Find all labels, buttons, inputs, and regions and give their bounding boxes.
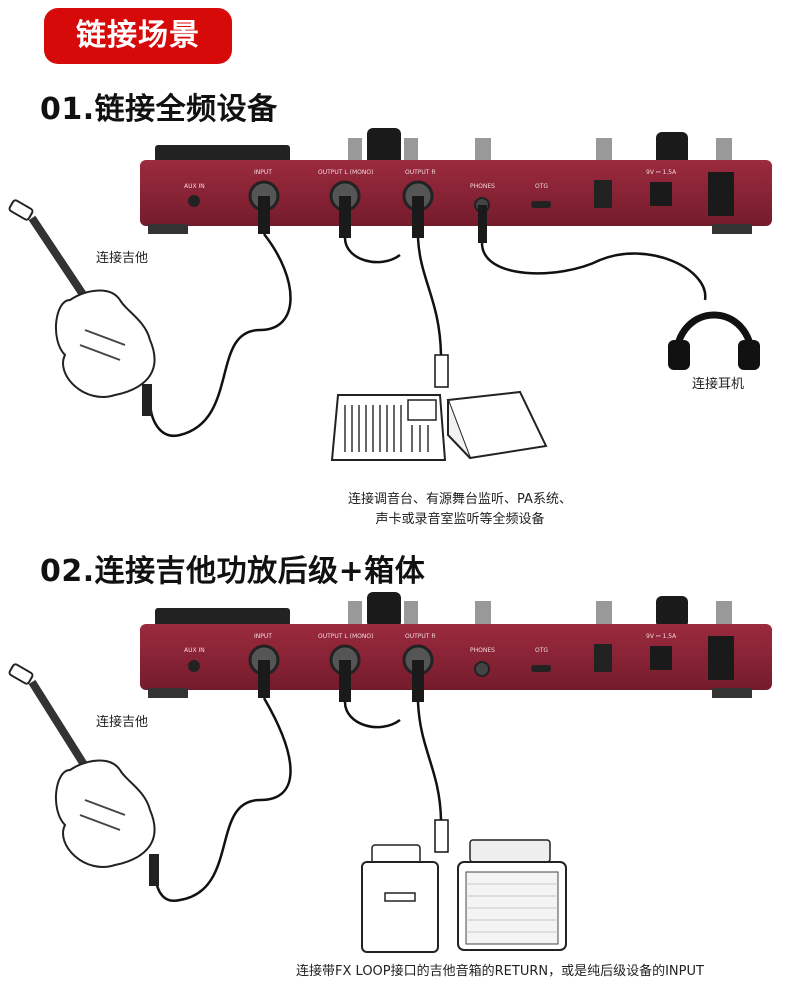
d1-input-label: INPUT xyxy=(254,169,272,176)
section2-caption: 连接带FX LOOP接口的吉他音箱的RETURN，或是纯后级设备的INPUT xyxy=(296,964,704,979)
section2-guitar-label: 连接吉他 xyxy=(96,714,148,730)
d1-phones-label: PHONES xyxy=(470,183,495,190)
section1-caption-line1: 连接调音台、有源舞台监听、PA系统、 xyxy=(348,492,572,507)
section1-guitar-label: 连接吉他 xyxy=(96,250,148,266)
d2-power-label: 9V ⎓ 1.5A xyxy=(646,633,677,640)
section1-title: 01.链接全频设备 xyxy=(40,92,278,127)
d2-output-l-label: OUTPUT L (MONO) xyxy=(318,633,373,640)
d1-aux-in-label: AUX IN xyxy=(184,183,205,190)
electric-guitar-2-icon xyxy=(8,663,159,886)
amp-head-and-cabinet-icon xyxy=(457,839,567,951)
d2-aux-in-label: AUX IN xyxy=(184,647,205,654)
mixing-console-icon xyxy=(330,394,447,461)
xlr-connector-icon xyxy=(434,354,449,388)
d2-otg-label: OTG xyxy=(535,647,548,654)
d2-input-label: INPUT xyxy=(254,633,272,640)
xlr-connector-2-icon xyxy=(434,819,449,853)
cables-1 xyxy=(148,233,707,437)
effects-pedal-1 xyxy=(140,128,772,243)
header-badge: 链接场景 xyxy=(44,8,232,64)
d1-otg-label: OTG xyxy=(535,183,548,190)
effects-pedal-2 xyxy=(140,592,772,702)
cables-2 xyxy=(153,697,443,903)
section1-caption: 连接调音台、有源舞台监听、PA系统、 声卡或录音室监听等全频设备 xyxy=(300,490,620,530)
d1-power-label: 9V ⎓ 1.5A xyxy=(646,169,677,176)
d2-output-r-label: OUTPUT R xyxy=(405,633,436,640)
d1-output-r-label: OUTPUT R xyxy=(405,169,436,176)
section1-caption-line2: 声卡或录音室监听等全频设备 xyxy=(375,512,545,527)
guitar-amp-cabinet-icon xyxy=(361,844,439,953)
electric-guitar-icon xyxy=(8,199,156,416)
section2-title: 02.连接吉他功放后级+箱体 xyxy=(40,554,426,589)
stage-monitor-icon xyxy=(446,390,548,460)
d2-phones-label: PHONES xyxy=(470,647,495,654)
d1-output-l-label: OUTPUT L (MONO) xyxy=(318,169,373,176)
headphones-icon xyxy=(668,311,760,370)
headphone-label: 连接耳机 xyxy=(692,376,744,392)
